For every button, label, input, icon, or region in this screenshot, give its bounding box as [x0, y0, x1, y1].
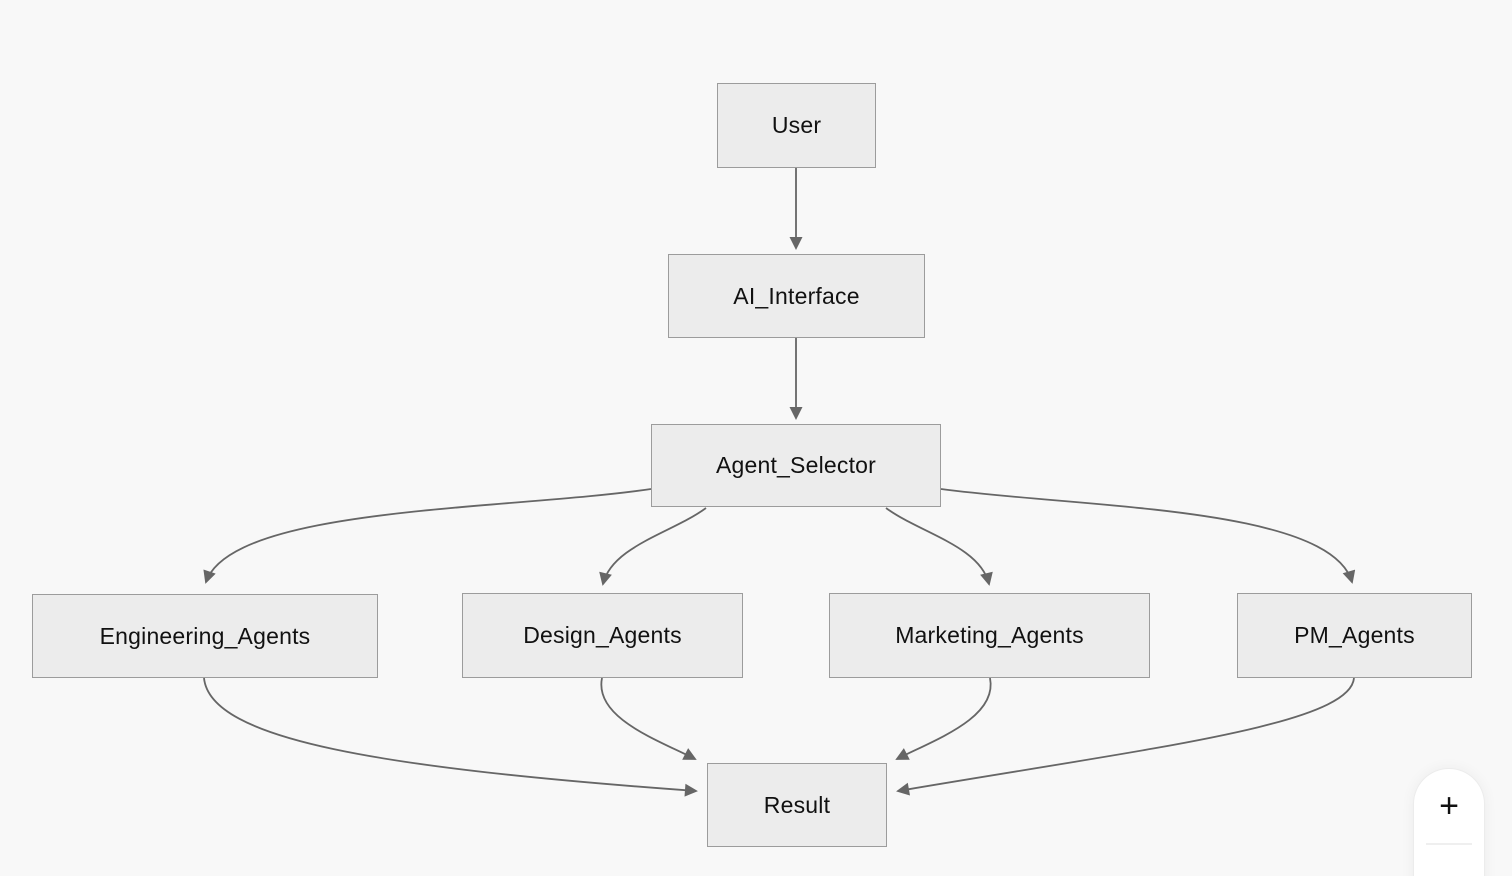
zoom-out-button[interactable] [1414, 845, 1484, 876]
node-engineering-agents: Engineering_Agents [32, 594, 378, 678]
node-result: Result [707, 763, 887, 847]
zoom-in-button[interactable]: + [1414, 769, 1484, 843]
node-agent-selector: Agent_Selector [651, 424, 941, 507]
node-design-agents: Design_Agents [462, 593, 743, 678]
edge-agent-selector-to-engineering-agents [203, 488, 652, 584]
edge-engineering-agents-to-result [203, 677, 698, 797]
edge-design-agents-to-result [600, 677, 697, 760]
node-user: User [717, 83, 876, 168]
edge-marketing-agents-to-result [895, 677, 992, 760]
edge-agent-selector-to-marketing-agents [885, 507, 993, 586]
node-pm-agents: PM_Agents [1237, 593, 1472, 678]
edge-pm-agents-to-result [896, 677, 1355, 796]
node-ai-interface: AI_Interface [668, 254, 925, 338]
edge-agent-selector-to-design-agents [599, 507, 707, 586]
edge-agent-selector-to-pm-agents [940, 488, 1356, 584]
node-marketing-agents: Marketing_Agents [829, 593, 1150, 678]
zoom-controls-divider [1426, 843, 1472, 845]
zoom-controls: + [1413, 768, 1485, 876]
